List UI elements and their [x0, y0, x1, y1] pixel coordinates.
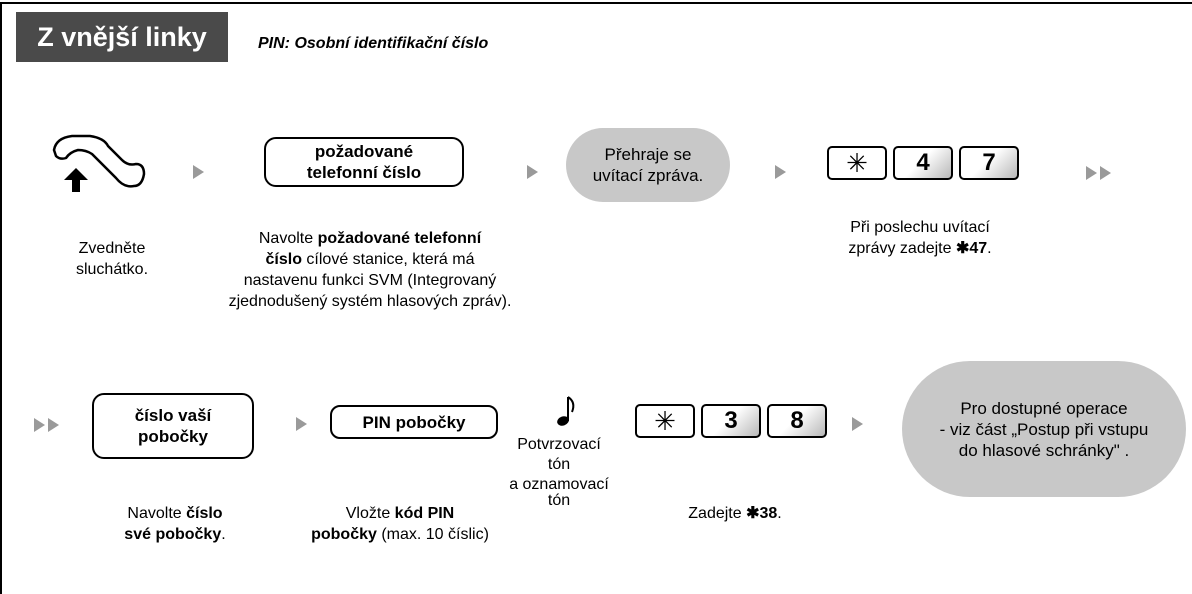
flow-arrow-1 — [193, 165, 204, 179]
available-operations-bubble: Pro dostupné operace - viz část „Postup … — [902, 361, 1186, 497]
flow-arrow-3 — [775, 165, 786, 179]
caption-enter-star-38: Zadejte ✱38. — [650, 503, 820, 524]
star-key: ✳ — [827, 146, 887, 180]
extension-pin-box: PIN pobočky — [330, 405, 498, 439]
box-label-line1: požadované — [314, 142, 414, 161]
caption-text: Vložte — [345, 505, 395, 522]
caption-line1: Zvedněte — [78, 240, 146, 257]
box-label-line2: telefonní číslo — [306, 163, 422, 182]
caption-text: cílové stanice, která má — [301, 251, 475, 268]
caption-enter-pin: Vložte kód PIN pobočky (max. 10 číslic) — [280, 503, 520, 545]
required-phone-number-box: požadované telefonní číslo — [264, 137, 464, 187]
caption-bold: své pobočky — [124, 526, 222, 543]
flow-arrow-5 — [852, 417, 863, 431]
bubble-line3: do hlasové schránky" . — [958, 440, 1130, 460]
caption-line4: zjednodušený systém hlasových zpráv). — [228, 293, 512, 310]
caption-dial-number: Navolte požadované telefonní číslo cílov… — [160, 228, 580, 312]
section-tag: Z vnější linky — [16, 12, 228, 62]
caption-bold: požadované telefonní — [317, 230, 482, 247]
welcome-message-bubble: Přehraje se uvítací zpráva. — [566, 128, 730, 202]
caption-text: . — [221, 526, 226, 543]
caption-line2: sluchátko. — [75, 261, 149, 278]
caption-line1: Potvrzovací — [517, 436, 601, 453]
box-label-line2: pobočky — [138, 427, 208, 446]
music-note-icon — [556, 394, 580, 428]
caption-bold: číslo — [186, 505, 223, 522]
caption-bold: kód PIN — [394, 505, 455, 522]
caption-text: . — [777, 505, 782, 522]
extension-number-box: číslo vaší pobočky — [92, 393, 254, 459]
caption-bold: pobočky — [311, 526, 377, 543]
flow-arrow-2 — [527, 165, 538, 179]
star-key: ✳ — [635, 404, 695, 438]
caption-line3: nastavenu funkci SVM (Integrovaný — [243, 272, 497, 289]
caption-line1: Při poslechu uvítací — [850, 219, 990, 236]
key-sequence-star-4-7: ✳ 4 7 — [827, 146, 1019, 180]
caption-text: Zadejte — [688, 505, 747, 522]
caption-text: Navolte — [127, 505, 187, 522]
caption-text: zprávy zadejte — [848, 240, 956, 257]
box-label-line1: číslo vaší — [134, 406, 212, 425]
incoming-double-arrow — [34, 418, 59, 432]
caption-lift-handset: Zvedněte sluchátko. — [52, 238, 172, 280]
caption-line2: tón — [547, 456, 571, 473]
caption-text: Navolte — [258, 230, 318, 247]
continue-double-arrow — [1086, 166, 1111, 180]
caption-dial-extension: Navolte číslo své pobočky. — [80, 503, 270, 545]
key-sequence-star-3-8: ✳ 3 8 — [635, 404, 827, 438]
caption-text: (max. 10 číslic) — [376, 526, 489, 543]
bubble-line1: Pro dostupné operace — [960, 398, 1128, 418]
digit-key-4: 4 — [893, 146, 953, 180]
digit-key-8: 8 — [767, 404, 827, 438]
caption-line4: tón — [547, 492, 571, 509]
bubble-line2: uvítací zpráva. — [592, 166, 704, 185]
caption-confirmation-tone: Potvrzovací tón a oznamovací tón — [494, 435, 624, 511]
caption-enter-star-47: Při poslechu uvítací zprávy zadejte ✱47. — [800, 217, 1040, 259]
flow-arrow-4 — [296, 417, 307, 431]
frame-left-border — [0, 2, 2, 594]
caption-bold: ✱38 — [746, 505, 778, 522]
caption-line3: a oznamovací — [509, 476, 609, 493]
caption-bold: číslo — [265, 251, 302, 268]
frame-top-border — [0, 2, 1192, 4]
digit-key-7: 7 — [959, 146, 1019, 180]
caption-bold: ✱47 — [955, 240, 988, 257]
handset-lift-icon — [46, 130, 150, 206]
digit-key-3: 3 — [701, 404, 761, 438]
subtitle: PIN: Osobní identifikační číslo — [258, 35, 489, 52]
box-label: PIN pobočky — [362, 412, 466, 432]
caption-text: . — [987, 240, 992, 257]
bubble-line2: - viz část „Postup při vstupu — [939, 419, 1149, 439]
bubble-line1: Přehraje se — [604, 145, 692, 164]
